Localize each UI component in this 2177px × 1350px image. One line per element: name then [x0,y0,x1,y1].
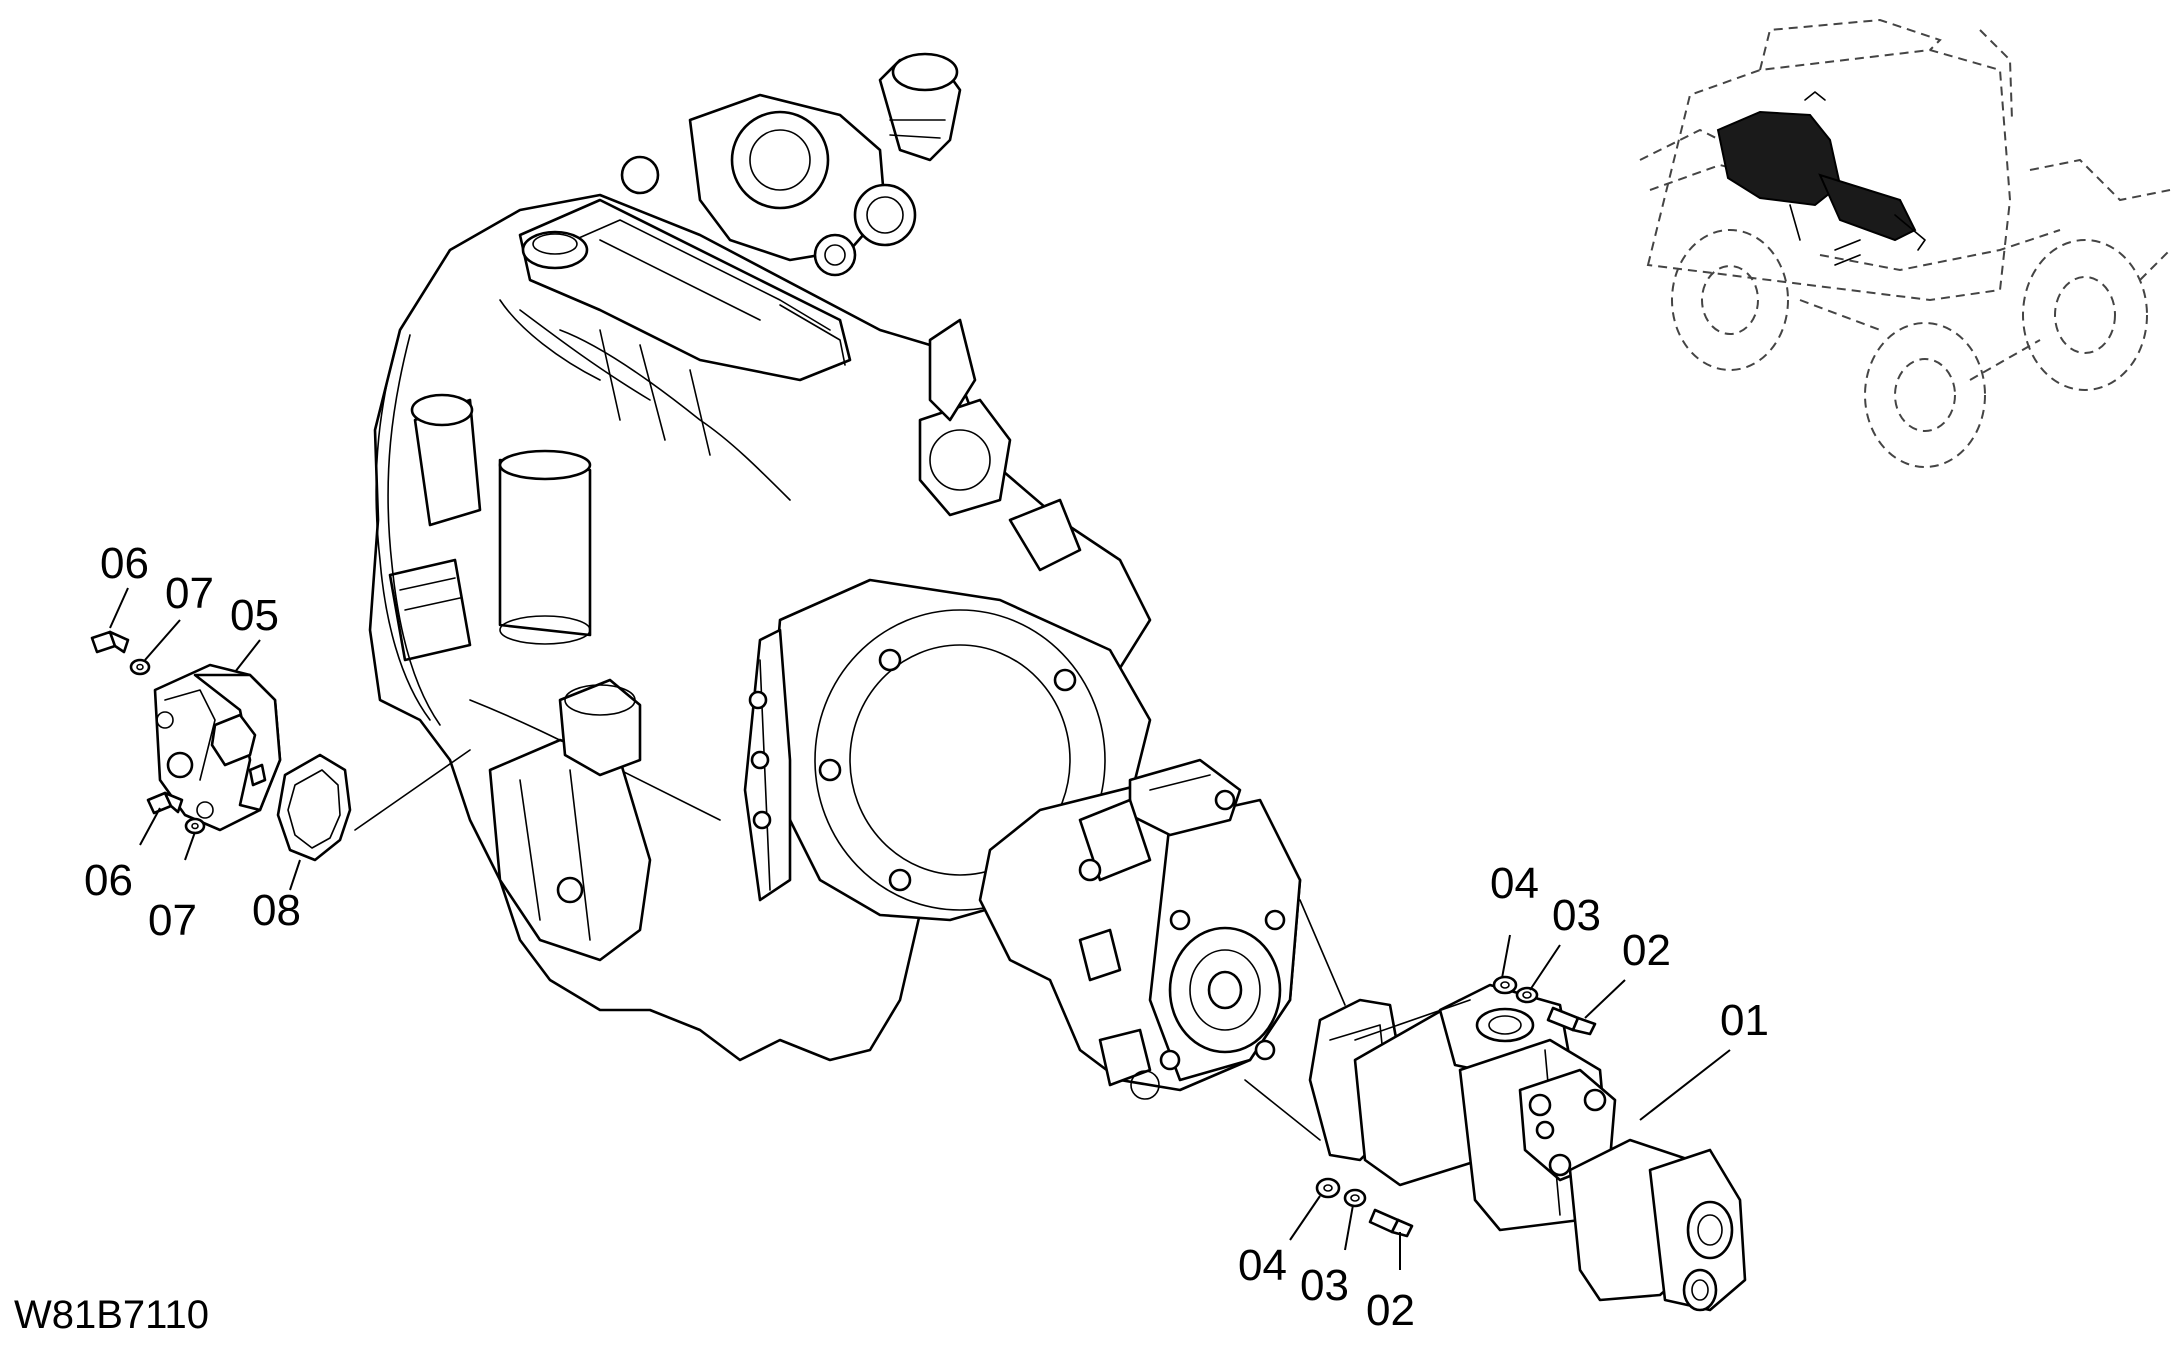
callout-07-upper: 07 [165,569,214,618]
main-hydraulic-pump [978,758,1302,1100]
gear-pump-part-01 [1308,983,1747,1312]
fasteners-upper-right [1492,975,1597,1036]
callout-02-lower: 02 [1366,1286,1415,1335]
fasteners-05-upper [90,630,151,676]
vehicle-locator-illustration [1639,18,2171,468]
callout-04-lower: 04 [1238,1241,1287,1290]
callout-02-upper: 02 [1622,926,1671,975]
callout-05: 05 [230,591,279,640]
callout-06-lower: 06 [84,856,133,905]
leader-lines [109,587,1731,1270]
fasteners-05-lower [146,791,206,835]
fasteners-lower [1315,1177,1414,1238]
callout-06-upper: 06 [100,539,149,588]
fuel-filter [498,449,592,645]
gasket-alignment-line [354,749,471,831]
callout-03-lower: 03 [1300,1261,1349,1310]
drawing-code: W81B7110 [14,1293,209,1337]
callout-08: 08 [252,886,301,935]
alignment-line [1244,1079,1321,1141]
gasket-part-08 [276,753,352,862]
callout-04-upper: 04 [1490,859,1539,908]
alignment-line [1299,899,1346,1006]
engine-assembly [368,52,1152,1062]
callout-01: 01 [1720,996,1769,1045]
highlighted-engine-silhouette [1716,91,1926,266]
callout-03-upper: 03 [1552,891,1601,940]
turbocharger [620,52,962,277]
callout-07-lower: 07 [148,896,197,945]
small-pump-part-05 [153,663,282,832]
alignment-line [1354,999,1471,1041]
